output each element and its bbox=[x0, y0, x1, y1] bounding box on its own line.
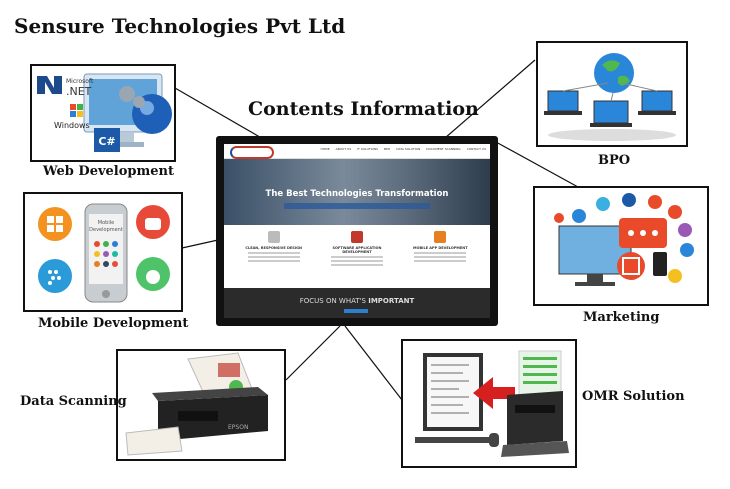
marketing-label: Marketing bbox=[583, 310, 660, 325]
company-title: Sensure Technologies Pvt Ltd bbox=[14, 14, 346, 38]
nav-item: HOME bbox=[320, 147, 330, 151]
nav-item: CONTACT US bbox=[466, 147, 486, 151]
website-hero: The Best Technologies Transformation bbox=[224, 159, 490, 225]
hero-subtitle-bar bbox=[284, 203, 430, 209]
website-focus-banner: FOCUS ON WHAT'S IMPORTANT bbox=[224, 288, 490, 318]
website-screenshot: HOME ABOUT US IT SOLUTIONS BPO DATA SOLU… bbox=[216, 136, 498, 326]
microsoft-label: Microsoft bbox=[66, 78, 94, 85]
nav-item: BPO bbox=[384, 147, 391, 151]
feature-title: SOFTWARE APPLICATION DEVELOPMENT bbox=[332, 246, 382, 254]
contents-title: Contents Information bbox=[248, 98, 479, 120]
nav-item: DOCUMENT SCANNING bbox=[426, 147, 461, 151]
nav-item: IT SOLUTIONS bbox=[357, 147, 378, 151]
mobile-development-label: Mobile Development bbox=[38, 316, 189, 331]
feature-icon bbox=[267, 231, 280, 243]
omr-solution-image bbox=[401, 339, 577, 468]
website-features: CLEAN, RESPONSIVE DESIGN SOFTWARE APPLIC… bbox=[224, 225, 490, 266]
svg-text:Development: Development bbox=[89, 227, 123, 233]
svg-text:Mobile: Mobile bbox=[98, 220, 114, 226]
nav-item: DATA SOLUTION bbox=[396, 147, 421, 151]
csharp-label: C# bbox=[98, 135, 115, 148]
blackberry-icon bbox=[38, 259, 72, 293]
feature-item: CLEAN, RESPONSIVE DESIGN bbox=[244, 231, 304, 266]
marketing-image bbox=[533, 186, 709, 306]
feature-item: MOBILE APP DEVELOPMENT bbox=[410, 231, 470, 266]
focus-text: FOCUS ON WHAT'S bbox=[299, 297, 366, 305]
focus-text-bold: IMPORTANT bbox=[368, 297, 415, 305]
feature-icon bbox=[350, 231, 363, 243]
bpo-image bbox=[536, 41, 688, 147]
mobile-development-image: Mobile Development bbox=[23, 192, 183, 312]
data-scanning-image: EPSON bbox=[116, 349, 286, 461]
dotnet-label: .NET bbox=[66, 85, 92, 98]
feature-icon bbox=[434, 231, 447, 243]
company-logo bbox=[230, 146, 274, 159]
nav-item: ABOUT US bbox=[335, 147, 352, 151]
hero-title: The Best Technologies Transformation bbox=[265, 189, 449, 199]
feature-title: MOBILE APP DEVELOPMENT bbox=[413, 246, 468, 250]
data-scanning-label: Data Scanning bbox=[20, 394, 127, 409]
feature-title: CLEAN, RESPONSIVE DESIGN bbox=[245, 246, 302, 250]
bpo-label: BPO bbox=[598, 153, 631, 168]
web-development-label: Web Development bbox=[43, 164, 174, 179]
omr-solution-label: OMR Solution bbox=[582, 389, 685, 404]
web-development-image: C# Microsoft .NET Windows bbox=[30, 64, 176, 162]
focus-button bbox=[344, 309, 368, 313]
website-nav: HOME ABOUT US IT SOLUTIONS BPO DATA SOLU… bbox=[224, 144, 490, 159]
windows-label: Windows bbox=[54, 121, 90, 130]
feature-item: SOFTWARE APPLICATION DEVELOPMENT bbox=[327, 231, 387, 266]
windows-icon bbox=[38, 207, 72, 241]
svg-text:EPSON: EPSON bbox=[228, 424, 248, 431]
